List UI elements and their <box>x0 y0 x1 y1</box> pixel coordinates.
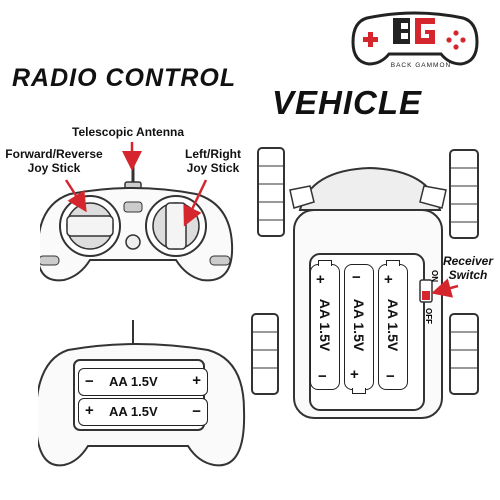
wheel-bottom-left-icon <box>251 313 279 395</box>
vehicle-battery-3: + AA 1.5V − <box>378 260 408 390</box>
vehicle-battery-1: + AA 1.5V − <box>310 260 340 390</box>
wheel-top-right-icon <box>449 149 479 239</box>
remote-battery-1: − AA 1.5V + <box>78 368 208 396</box>
logo-text: BACK GAMMON <box>390 62 452 69</box>
antenna-label: Telescopic Antenna <box>72 125 185 139</box>
switch-on-text: ON <box>430 270 439 282</box>
receiver-switch-label: Receiver Switch <box>442 254 494 282</box>
monogram-b-icon <box>393 18 410 44</box>
remote-battery-2: + AA 1.5V − <box>78 398 208 426</box>
title-line-1: RADIO CONTROL <box>12 64 237 92</box>
forward-reverse-label: Forward/Reverse Joy Stick <box>5 147 103 175</box>
wheel-bottom-right-icon <box>449 313 479 395</box>
monogram-g-icon <box>415 18 435 44</box>
remote-controller-front <box>40 164 234 282</box>
title-line-2: VEHICLE <box>272 84 423 121</box>
wheel-top-left-icon <box>257 147 285 237</box>
left-right-label: Left/Right Joy Stick <box>185 147 241 175</box>
gamepad-outline-icon <box>351 11 479 66</box>
vehicle-battery-2: − AA 1.5V + <box>344 264 374 394</box>
backgammon-logo <box>351 11 479 66</box>
power-button-icon <box>125 234 141 250</box>
face-buttons-icon <box>453 30 459 36</box>
switch-off-text: OFF <box>424 308 433 324</box>
